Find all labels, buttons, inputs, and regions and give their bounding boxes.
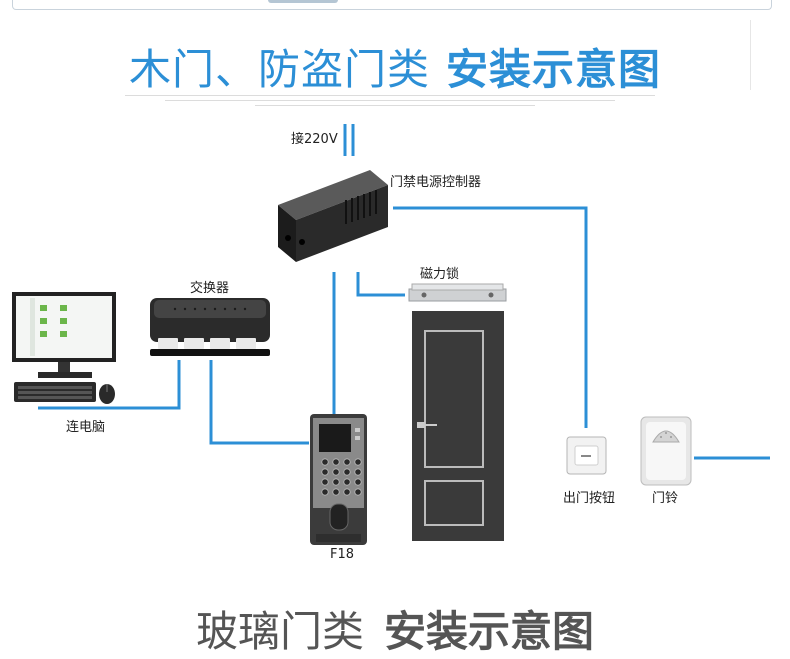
decorative-fine-line [165, 100, 615, 101]
wire-controller-maglock [356, 272, 405, 297]
label-computer: 连电脑 [66, 420, 106, 435]
section-title-wooden-door: 木门、防盗门类安装示意图 [0, 36, 790, 97]
label-switch: 交换器 [190, 281, 230, 296]
title2-light-text: 玻璃门类 [195, 607, 364, 656]
label-power-in: 接220V [291, 132, 338, 147]
wire-switch-terminal [209, 360, 309, 445]
decorative-fine-line [255, 105, 535, 106]
label-controller: 门禁电源控制器 [390, 175, 482, 190]
label-terminal: F18 [330, 547, 355, 562]
title2-bold-text: 安装示意图 [384, 607, 595, 656]
installation-diagram [12, 124, 770, 545]
label-maglock: 磁力锁 [420, 267, 460, 282]
section-title-glass-door: 玻璃门类安装示意图 [0, 598, 790, 659]
power-controller-device [278, 170, 388, 262]
magnetic-lock-device [408, 283, 507, 302]
title-light-text: 木门、防盗门类 [128, 45, 430, 94]
decorative-divider [750, 20, 751, 90]
top-frame-tab [268, 0, 338, 3]
label-doorbell: 门铃 [652, 491, 679, 506]
computer-device [12, 292, 116, 404]
wire-controller-exit-button [393, 206, 588, 428]
door-device [412, 311, 504, 541]
doorbell-device [640, 416, 692, 486]
label-exit-button: 出门按钮 [563, 491, 616, 506]
f18-terminal-device [310, 414, 367, 545]
wire-switch-computer [38, 360, 181, 410]
wiring [38, 124, 770, 460]
title-bold-text: 安装示意图 [446, 45, 662, 94]
top-frame [12, 0, 772, 10]
decorative-fine-line [125, 95, 655, 96]
exit-button-device [566, 436, 607, 475]
network-switch-device [150, 298, 270, 356]
